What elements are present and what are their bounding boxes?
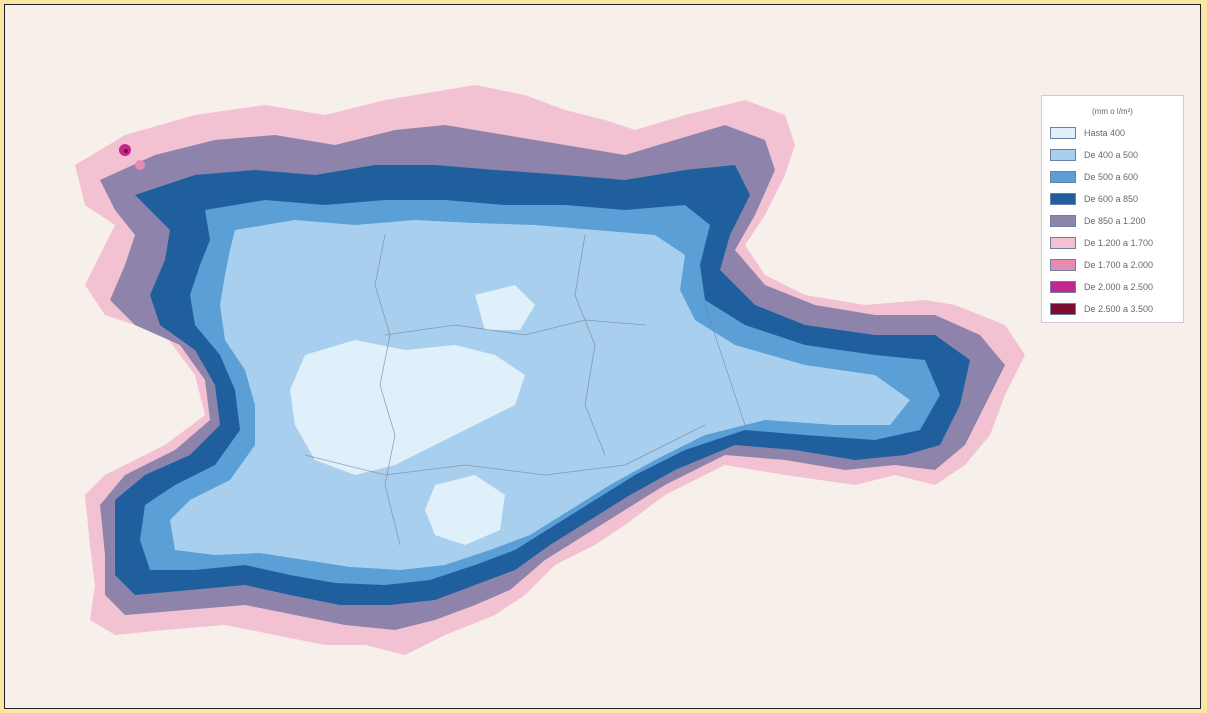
legend-item: De 600 a 850 — [1050, 188, 1175, 210]
legend-item: De 500 a 600 — [1050, 166, 1175, 188]
legend-label: De 850 a 1.200 — [1084, 216, 1146, 226]
legend-item: De 2.500 a 3.500 — [1050, 298, 1175, 320]
legend-label: De 2.000 a 2.500 — [1084, 282, 1154, 292]
legend-item: De 850 a 1.200 — [1050, 210, 1175, 232]
legend-title: (mm o l/m²) — [1092, 107, 1133, 116]
legend-item: De 2.000 a 2.500 — [1050, 276, 1175, 298]
legend-swatch — [1050, 215, 1076, 227]
legend-label: De 500 a 600 — [1084, 172, 1139, 182]
legend-label: De 400 a 500 — [1084, 150, 1139, 160]
zone-hasta-400-c — [475, 285, 535, 330]
province-borders — [304, 234, 746, 546]
zone-1700-2000 — [135, 160, 145, 170]
legend-swatch — [1050, 281, 1076, 293]
legend-item: De 1.200 a 1.700 — [1050, 232, 1175, 254]
legend-item: De 400 a 500 — [1050, 144, 1175, 166]
legend-item: De 1.700 a 2.000 — [1050, 254, 1175, 276]
legend-swatch — [1050, 303, 1076, 315]
zone-2500-3500 — [124, 149, 128, 153]
legend-label: De 600 a 850 — [1084, 194, 1139, 204]
zone-hasta-400-b — [425, 475, 505, 545]
legend-swatch — [1050, 237, 1076, 249]
legend-label: De 1.200 a 1.700 — [1084, 238, 1154, 248]
legend-label: De 2.500 a 3.500 — [1084, 304, 1154, 314]
legend-swatch — [1050, 149, 1076, 161]
legend-item: Hasta 400 — [1050, 122, 1175, 144]
legend-label: Hasta 400 — [1084, 128, 1126, 138]
legend-swatch — [1050, 259, 1076, 271]
legend-swatch — [1050, 193, 1076, 205]
map-frame: (mm o l/m²) Hasta 400 De 400 a 500 De 500 … — [4, 4, 1201, 709]
legend-items: Hasta 400 De 400 a 500 De 500 a 600 De 600 … — [1050, 122, 1175, 320]
legend-label: De 1.700 a 2.000 — [1084, 260, 1154, 270]
zone-hasta-400 — [290, 340, 525, 475]
map-legend: (mm o l/m²) Hasta 400 De 400 a 500 De 500 … — [1041, 95, 1184, 323]
precipitation-map — [75, 85, 1025, 655]
legend-swatch — [1050, 127, 1076, 139]
legend-swatch — [1050, 171, 1076, 183]
zone-400-500 — [170, 220, 910, 570]
